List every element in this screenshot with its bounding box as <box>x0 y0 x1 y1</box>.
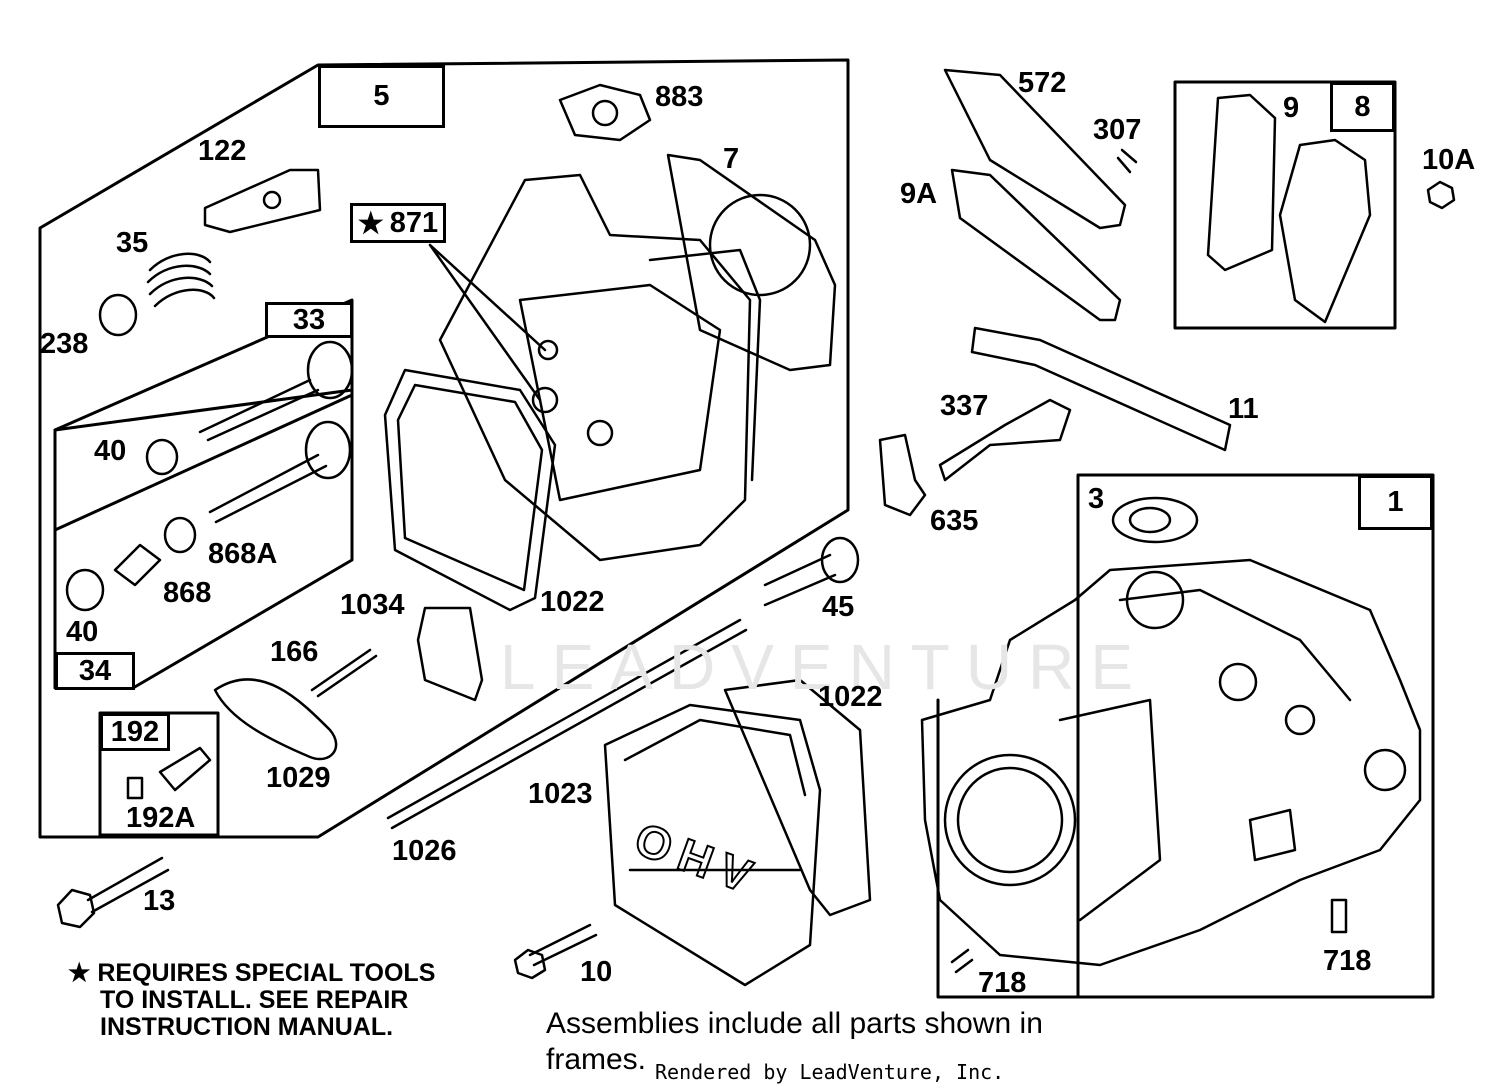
part-label-572: 572 <box>1018 67 1067 99</box>
cylinder-head <box>438 173 752 562</box>
arrow-871 <box>428 243 547 402</box>
part-label-1026: 1026 <box>392 835 457 867</box>
valve-lower <box>208 453 328 524</box>
part-label-1022-upper: 1022 <box>540 586 605 618</box>
part-label-337: 337 <box>940 390 989 422</box>
part-label-40-lower: 40 <box>66 616 99 648</box>
part-label-13: 13 <box>143 885 176 917</box>
gasket-9 <box>1206 93 1277 272</box>
part-label-635: 635 <box>930 505 979 537</box>
part-label-1029: 1029 <box>266 762 331 794</box>
part-label-718-left: 718 <box>978 967 1027 999</box>
cover-ohv-text: OHV <box>628 812 768 905</box>
part-label-192a: 192A <box>126 802 196 834</box>
part-label-1034: 1034 <box>340 589 405 621</box>
star-icon: ★ <box>357 207 384 240</box>
tube-11 <box>970 326 1232 452</box>
frame-label-8: 8 <box>1330 82 1395 132</box>
pin-718b <box>1330 898 1348 934</box>
special-tools-note-line-1: ★ REQUIRES SPECIAL TOOLS <box>68 959 436 987</box>
part-label-1023: 1023 <box>528 778 593 810</box>
screw-307 <box>1116 148 1138 174</box>
frame-8-outline <box>1173 80 1397 330</box>
part-label-7: 7 <box>723 143 740 175</box>
keeper-40b <box>65 568 105 612</box>
valve-cover-1023 <box>603 703 822 987</box>
boot-635 <box>878 433 927 517</box>
plate-1034 <box>416 606 484 702</box>
valve-upper <box>198 378 320 442</box>
part-label-11: 11 <box>1228 393 1259 425</box>
bolt-10a <box>1426 180 1456 210</box>
spring-35 <box>146 252 216 308</box>
gasket-883 <box>558 83 652 142</box>
seal-868 <box>113 543 162 587</box>
keeper-40a <box>145 438 179 476</box>
part-label-40-upper: 40 <box>94 435 127 467</box>
cap-238 <box>98 293 138 337</box>
frame-5-outline <box>38 58 850 839</box>
stud-166 <box>310 648 378 698</box>
gasket-1022a <box>383 368 557 612</box>
frame-label-5: 5 <box>318 65 445 128</box>
pin-718a <box>950 948 974 974</box>
part-label-166: 166 <box>270 636 319 668</box>
part-label-45: 45 <box>822 591 855 623</box>
adjuster-192 <box>158 746 212 792</box>
part-label-122: 122 <box>198 135 247 167</box>
gasket-572 <box>943 68 1127 230</box>
spark-plug-337 <box>938 398 1072 482</box>
pushrod-1026 <box>386 618 748 830</box>
part-label-871-box: ★ 871 <box>350 203 446 243</box>
part-label-307: 307 <box>1093 114 1142 146</box>
part-label-10a: 10A <box>1422 144 1476 176</box>
cover-8 <box>1278 138 1372 324</box>
part-label-868: 868 <box>163 577 212 609</box>
gasket-7 <box>666 153 837 372</box>
part-label-9: 9 <box>1283 92 1300 124</box>
frame-label-1: 1 <box>1358 475 1433 530</box>
seal-868a <box>163 516 197 554</box>
seal-3 <box>1111 496 1199 544</box>
part-label-718-right: 718 <box>1323 945 1372 977</box>
frame-label-33: 33 <box>265 302 353 338</box>
part-label-883: 883 <box>655 81 704 113</box>
part-label-871: 871 <box>389 206 439 239</box>
frame-label-192: 192 <box>100 713 170 751</box>
part-label-238: 238 <box>40 328 89 360</box>
gasket-1022b <box>723 678 872 917</box>
plate-122 <box>203 168 322 234</box>
guide-45 <box>763 553 837 607</box>
engine-block <box>920 558 1422 967</box>
part-label-1022-lower: 1022 <box>818 681 883 713</box>
special-tools-note-line-2: TO INSTALL. SEE REPAIR <box>100 986 409 1014</box>
bolt-10 <box>528 923 598 967</box>
credit-text: Rendered by LeadVenture, Inc. <box>655 1060 1005 1084</box>
part-label-10: 10 <box>580 956 613 988</box>
gasket-9a <box>950 168 1122 322</box>
special-tools-note-line-3: INSTRUCTION MANUAL. <box>100 1013 394 1041</box>
screw-192a <box>126 776 144 800</box>
part-label-9a: 9A <box>900 178 938 210</box>
special-tools-note: ★ REQUIRES SPECIAL TOOLS TO INSTALL. SEE… <box>68 960 435 1041</box>
frame-label-34: 34 <box>55 652 135 690</box>
part-label-3: 3 <box>1088 483 1105 515</box>
part-label-35: 35 <box>116 227 149 259</box>
assemblies-note: Assemblies include all parts shown in fr… <box>546 1007 1043 1076</box>
part-label-868a: 868A <box>208 538 278 570</box>
frame-1-outline <box>1076 473 1435 999</box>
bolt-13 <box>86 856 170 914</box>
rocker-1029 <box>213 678 338 761</box>
watermark-text: LEADVENTURE <box>500 631 1149 703</box>
frame-1-ext <box>936 698 1080 999</box>
